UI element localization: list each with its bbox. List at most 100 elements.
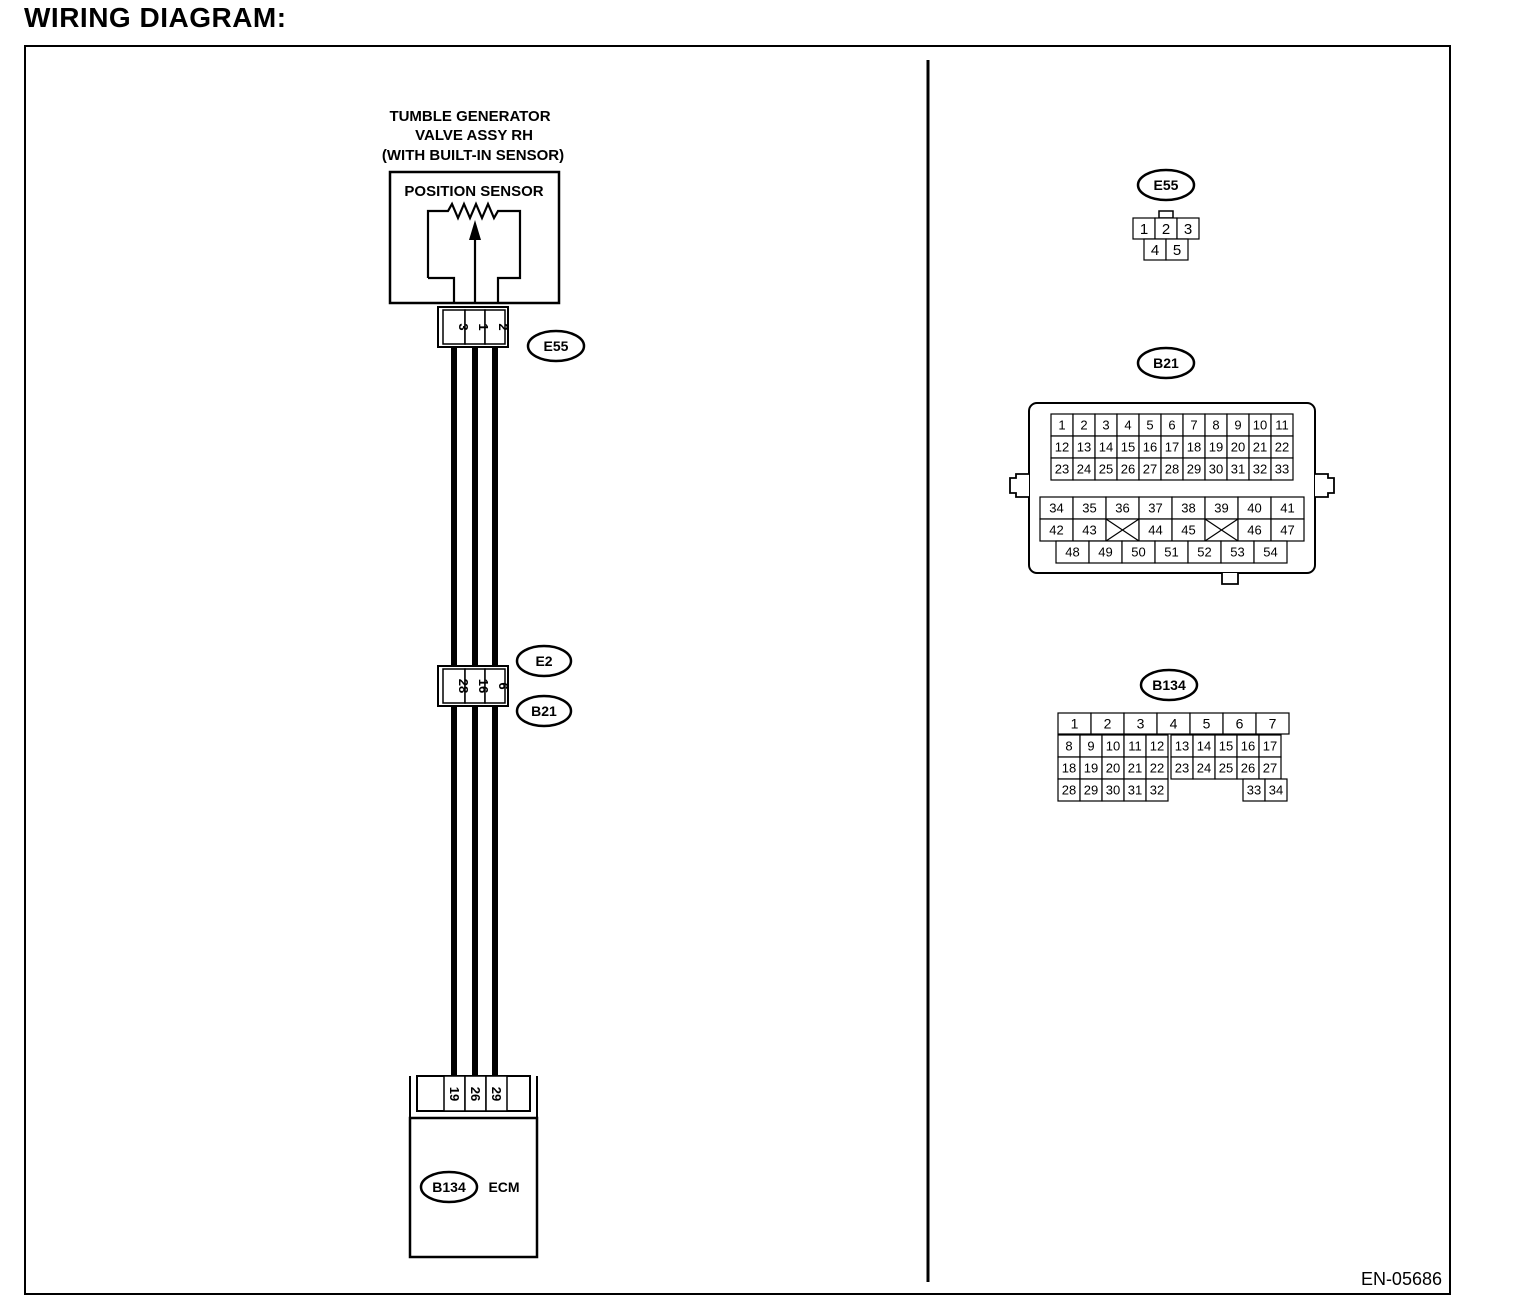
b21-view-pin-53-label: 53	[1230, 545, 1244, 560]
b134-view-pin-7-cell	[1255, 712, 1290, 735]
page-title: WIRING DIAGRAM:	[24, 2, 287, 33]
b21-view-pin-20-label: 20	[1231, 440, 1245, 455]
b21-view-pin-45-label: 45	[1181, 523, 1195, 538]
ecm-box: B134 ECM	[408, 1116, 539, 1259]
e55-pin-3: 3	[456, 323, 471, 330]
b21-view-pin-51-label: 51	[1164, 545, 1178, 560]
b21-view-label: B21	[1153, 355, 1179, 371]
valve-assy-title-line-3: (WITH BUILT-IN SENSOR)	[382, 147, 564, 164]
b134-view-pin-5-label: 5	[1203, 716, 1211, 732]
b21-view-pin-42-label: 42	[1049, 523, 1063, 538]
b134-view-pin-20-label: 20	[1106, 761, 1120, 776]
b134-view-pin-14-label: 14	[1197, 739, 1211, 754]
b134-view-pin-18-label: 18	[1062, 761, 1076, 776]
e55-pin-2: 2	[496, 323, 511, 330]
ecm-pin-19: 19	[447, 1087, 462, 1101]
b134-view-pin-12-label: 12	[1150, 739, 1164, 754]
b21-view-pin-48-label: 48	[1065, 545, 1079, 560]
b134-view-pin-17-label: 17	[1263, 739, 1277, 754]
e55-view-pin-3-label: 3	[1184, 221, 1192, 238]
b134-view-pin-6-label: 6	[1236, 716, 1244, 732]
doc-code: EN-05686	[1361, 1269, 1442, 1289]
b21-view-pin-16-label: 16	[1143, 440, 1157, 455]
e2-badge: E2	[515, 644, 573, 678]
b21-view-pin-44-label: 44	[1148, 523, 1162, 538]
b21-view-pin-54-label: 54	[1263, 545, 1277, 560]
ecm-connector: 19 26 29	[409, 1075, 538, 1118]
b134-view-pin-25-label: 25	[1219, 761, 1233, 776]
e55-badge: E55	[526, 329, 586, 363]
b134-view-pin-15-label: 15	[1219, 739, 1233, 754]
e55-view-label: E55	[1154, 177, 1179, 193]
b134-view-pin-2-label: 2	[1104, 716, 1112, 732]
b134-view-pin-33-label: 33	[1247, 783, 1261, 798]
b21-view-pin-5-label: 5	[1146, 418, 1153, 433]
b21-pin-28: 28	[456, 679, 471, 693]
b21-view-pin-29-label: 29	[1187, 462, 1201, 477]
b21-view-pin-37-label: 37	[1148, 501, 1162, 516]
b21-view-pin-23-label: 23	[1055, 462, 1069, 477]
b21-view-pin-11-label: 11	[1275, 418, 1289, 433]
b134-view-pin-30-label: 30	[1106, 783, 1120, 798]
e55-view-pin-5-label: 5	[1173, 242, 1181, 259]
valve-assy-title-line-1: TUMBLE GENERATOR	[389, 108, 550, 125]
b134-view-pin-7-label: 7	[1269, 716, 1277, 732]
b21-view-pin-19-label: 19	[1209, 440, 1223, 455]
b21-view-pin-13-label: 13	[1077, 440, 1091, 455]
e55-pin-1: 1	[476, 323, 491, 330]
b134-view-pin-8-label: 8	[1065, 739, 1072, 754]
b134-badge	[419, 1170, 479, 1204]
b21-view-pin-50-label: 50	[1131, 545, 1145, 560]
b21-view-pin-54-cell	[1253, 540, 1288, 564]
b134-view-pin-16-label: 16	[1241, 739, 1255, 754]
b21-view-pin-49-label: 49	[1098, 545, 1112, 560]
b21-view-pin-2-label: 2	[1080, 418, 1087, 433]
b21-view-pin-8-label: 8	[1212, 418, 1219, 433]
harness-wires	[451, 347, 498, 1079]
position-sensor-box: POSITION SENSOR	[388, 170, 561, 305]
b134-view-pin-34-label: 34	[1269, 783, 1283, 798]
b21-view-pin-4-label: 4	[1124, 418, 1131, 433]
b21-view-pin-9-label: 9	[1234, 418, 1241, 433]
b21-view-pin-46-label: 46	[1247, 523, 1261, 538]
b21-view-pin-32-label: 32	[1253, 462, 1267, 477]
wiper-arrow-icon	[469, 220, 481, 240]
ecm-label: ECM	[488, 1179, 519, 1195]
e2-badge-label: E2	[535, 653, 552, 669]
b21-view-pin-blank-1-2-blocked-icon	[1105, 518, 1140, 542]
e55-view-pin-4-label: 4	[1151, 242, 1159, 259]
b21-view-pin-15-label: 15	[1121, 440, 1135, 455]
b134-view-pin-31-label: 31	[1128, 783, 1142, 798]
ecm-pin-26: 26	[468, 1087, 483, 1101]
b21-view-pin-27-label: 27	[1143, 462, 1157, 477]
b21-view-pin-34-label: 34	[1049, 501, 1063, 516]
b21-view-pin-25-label: 25	[1099, 462, 1113, 477]
b21-view-pin-26-label: 26	[1121, 462, 1135, 477]
ecm-pin-29: 29	[489, 1087, 504, 1101]
b134-view-pin-32-cell	[1145, 778, 1169, 802]
b21-view-pin-10-label: 10	[1253, 418, 1267, 433]
position-sensor-label: POSITION SENSOR	[404, 183, 543, 200]
b21-view-pin-43-label: 43	[1082, 523, 1096, 538]
b134-view-pin-4-label: 4	[1170, 716, 1178, 732]
b21-pin-6: 6	[496, 682, 511, 689]
b134-view-pin-10-label: 10	[1106, 739, 1120, 754]
b134-view-pin-3-label: 3	[1137, 716, 1145, 732]
b21-view-pin-21-label: 21	[1253, 440, 1267, 455]
e55-view-pin-1-label: 1	[1140, 221, 1148, 238]
e55-badge-label: E55	[544, 338, 569, 354]
b134-view-pin-29-label: 29	[1084, 783, 1098, 798]
b21-view-pin-30-label: 30	[1209, 462, 1223, 477]
b21-view-pin-35-label: 35	[1082, 501, 1096, 516]
b134-view-pin-13-label: 13	[1175, 739, 1189, 754]
b21-view-pin-7-label: 7	[1190, 418, 1197, 433]
connector-e2-b21: 28 16 6	[437, 665, 511, 707]
b134-view-pin-28-label: 28	[1062, 783, 1076, 798]
b134-badge-label: B134	[432, 1179, 466, 1195]
b21-view-pin-1-label: 1	[1058, 418, 1065, 433]
b134-view-pin-23-label: 23	[1175, 761, 1189, 776]
b21-view-pin-47-label: 47	[1280, 523, 1294, 538]
